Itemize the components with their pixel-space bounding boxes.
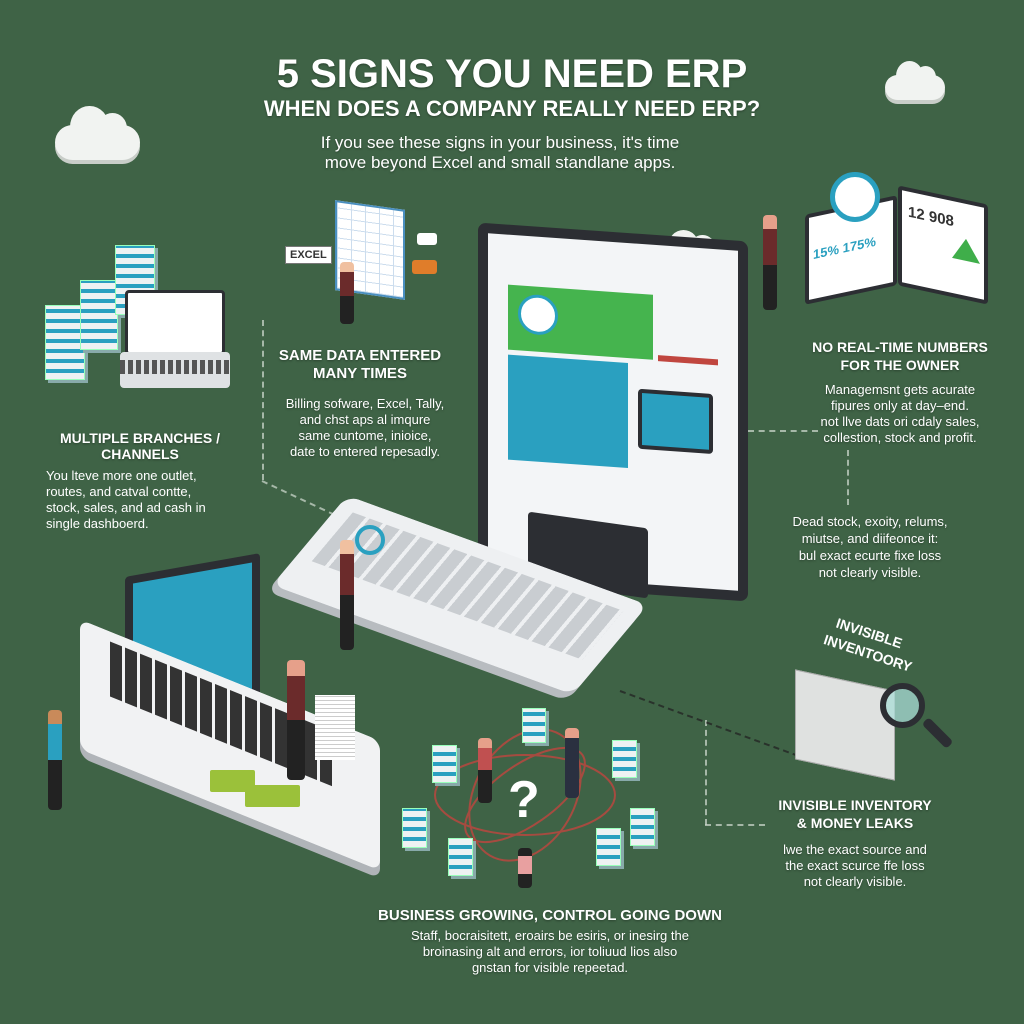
dashboard-right: 12 908 bbox=[898, 185, 988, 305]
intro-line-2: move beyond Excel and small standlane ap… bbox=[324, 153, 676, 172]
building-icon bbox=[432, 745, 457, 783]
connector-line bbox=[705, 720, 707, 825]
dead-stock-body: Dead stock, exoity, relums, miutse, and … bbox=[760, 513, 980, 581]
same-data-body-line: Billing sofware, Excel, Tally, bbox=[285, 396, 445, 411]
magnifier-handle bbox=[921, 717, 954, 749]
side-panel bbox=[638, 388, 713, 454]
inventory-body: lwe the exact source and the exact scurc… bbox=[755, 842, 955, 890]
branches-title-line2: CHANNELS bbox=[101, 446, 179, 462]
page-subtitle: WHEN DOES A COMPANY REALLY NEED ERP? bbox=[263, 96, 761, 121]
clock-icon bbox=[830, 172, 880, 222]
person-icon bbox=[565, 728, 579, 798]
chat-bubble-icon bbox=[412, 260, 437, 274]
growing-body-line: gnstan for visible repeetad. bbox=[471, 960, 629, 975]
page-title: 5 SIGNS YOU NEED ERP bbox=[276, 52, 748, 96]
building-icon bbox=[80, 280, 118, 350]
real-time-title-line1: NO REAL-TIME NUMBERS bbox=[812, 339, 988, 355]
growing-body: Staff, bocraisitett, eroairs be esiris, … bbox=[340, 928, 760, 976]
question-mark-icon: ? bbox=[508, 771, 540, 829]
chat-bubble-icon bbox=[417, 233, 437, 245]
inventory-body-line: the exact scurce ffe loss bbox=[785, 858, 925, 873]
connector-line bbox=[847, 450, 849, 505]
branches-title-line1: MULTIPLE BRANCHES / bbox=[60, 430, 220, 446]
connector-line bbox=[705, 824, 765, 826]
cash-stack-icon bbox=[245, 785, 300, 807]
real-time-body: Managemsnt gets acurate fipures only at … bbox=[790, 382, 1010, 446]
inventory-body-line: not clearly visible. bbox=[803, 874, 907, 889]
branch-laptop-base bbox=[120, 352, 230, 388]
growing-title: BUSINESS GROWING, CONTROL GOING DOWN bbox=[378, 907, 722, 924]
person-icon bbox=[340, 262, 354, 324]
branches-body-line: routes, and catval contte, bbox=[46, 484, 192, 499]
person-icon bbox=[48, 710, 62, 810]
dashboard-right-value: 12 908 bbox=[908, 203, 954, 231]
building-icon bbox=[630, 808, 655, 846]
building-icon bbox=[45, 305, 85, 380]
real-time-body-line: not llve dats ori cdaly sales, bbox=[820, 414, 980, 429]
chaos-loop bbox=[464, 746, 586, 844]
same-data-body-line: same cuntome, inioice, bbox=[298, 428, 432, 443]
person-icon bbox=[340, 540, 354, 650]
branches-body: You lteve more one outlet, routes, and c… bbox=[46, 468, 246, 532]
inventory-body-line: lwe the exact source and bbox=[783, 842, 927, 857]
dead-stock-body-line: miutse, and diifeonce it: bbox=[801, 531, 939, 546]
cloud-left bbox=[55, 105, 140, 160]
person-icon bbox=[287, 660, 305, 780]
real-time-title: NO REAL-TIME NUMBERS FOR THE OWNER bbox=[790, 338, 1010, 374]
paper-stack-icon bbox=[315, 695, 355, 760]
real-time-body-line: fipures only at day–end. bbox=[830, 398, 970, 413]
inventory-title-line1: INVISIBLE INVENTORY bbox=[778, 797, 932, 813]
inventory-title-line2: & MONEY LEAKS bbox=[796, 815, 914, 831]
dead-stock-body-line: Dead stock, exoity, relums, bbox=[792, 514, 948, 529]
touch-icon bbox=[355, 525, 385, 555]
building-icon bbox=[115, 245, 155, 315]
cloud-top-right bbox=[885, 61, 945, 100]
same-data-body-line: and chst aps al imqure bbox=[299, 412, 431, 427]
content-panel bbox=[508, 354, 628, 469]
magnifier-icon bbox=[880, 683, 925, 728]
dead-stock-body-line: bul exact ecurte fixe loss bbox=[798, 548, 942, 563]
connector-line bbox=[748, 430, 818, 432]
growing-body-line: Staff, bocraisitett, eroairs be esiris, … bbox=[411, 928, 689, 943]
growing-body-line: broinasing alt and errors, ior toliuud l… bbox=[422, 944, 678, 959]
building-icon bbox=[522, 708, 546, 743]
building-icon bbox=[596, 828, 621, 866]
up-arrow-icon bbox=[952, 235, 980, 264]
status-bar bbox=[658, 355, 718, 366]
same-data-title: SAME DATA ENTERED MANY TIMES bbox=[250, 347, 470, 383]
inventory-box bbox=[795, 669, 895, 781]
real-time-title-line2: FOR THE OWNER bbox=[840, 357, 960, 373]
dashboard-left-value: 15% 175% bbox=[813, 233, 876, 263]
chaos-network bbox=[434, 728, 616, 862]
person-icon bbox=[518, 848, 532, 888]
real-time-body-line: Managemsnt gets acurate bbox=[824, 382, 976, 397]
real-time-body-line: collestion, stock and profit. bbox=[823, 430, 977, 445]
same-data-title-line1: SAME DATA ENTERED bbox=[278, 347, 442, 364]
branches-body-line: You lteve more one outlet, bbox=[46, 468, 197, 483]
connector-line bbox=[262, 320, 264, 480]
branches-body-line: stock, sales, and ad cash in bbox=[46, 500, 206, 515]
excel-label: EXCEL bbox=[285, 246, 332, 264]
same-data-title-line2: MANY TIMES bbox=[313, 365, 407, 382]
intro-line-1: If you see these signs in your business,… bbox=[320, 133, 680, 152]
same-data-body: Billing sofware, Excel, Tally, and chst … bbox=[250, 396, 480, 460]
cash-stack-icon bbox=[210, 770, 255, 792]
same-data-body-line: date to entered repesadly. bbox=[289, 444, 441, 459]
branches-body-line: single dashboerd. bbox=[46, 516, 149, 531]
connector-line bbox=[261, 480, 335, 516]
building-icon bbox=[612, 740, 637, 778]
person-icon bbox=[763, 215, 777, 310]
inventory-title: INVISIBLE INVENTORY & MONEY LEAKS bbox=[755, 796, 955, 832]
branches-title: MULTIPLE BRANCHES / CHANNELS bbox=[40, 430, 240, 462]
person-icon bbox=[478, 738, 492, 803]
dead-stock-body-line: not clearly visible. bbox=[818, 565, 922, 580]
chaos-loop bbox=[434, 754, 616, 836]
branch-laptop-screen bbox=[125, 290, 225, 355]
building-icon bbox=[448, 838, 473, 876]
building-icon bbox=[402, 808, 427, 848]
